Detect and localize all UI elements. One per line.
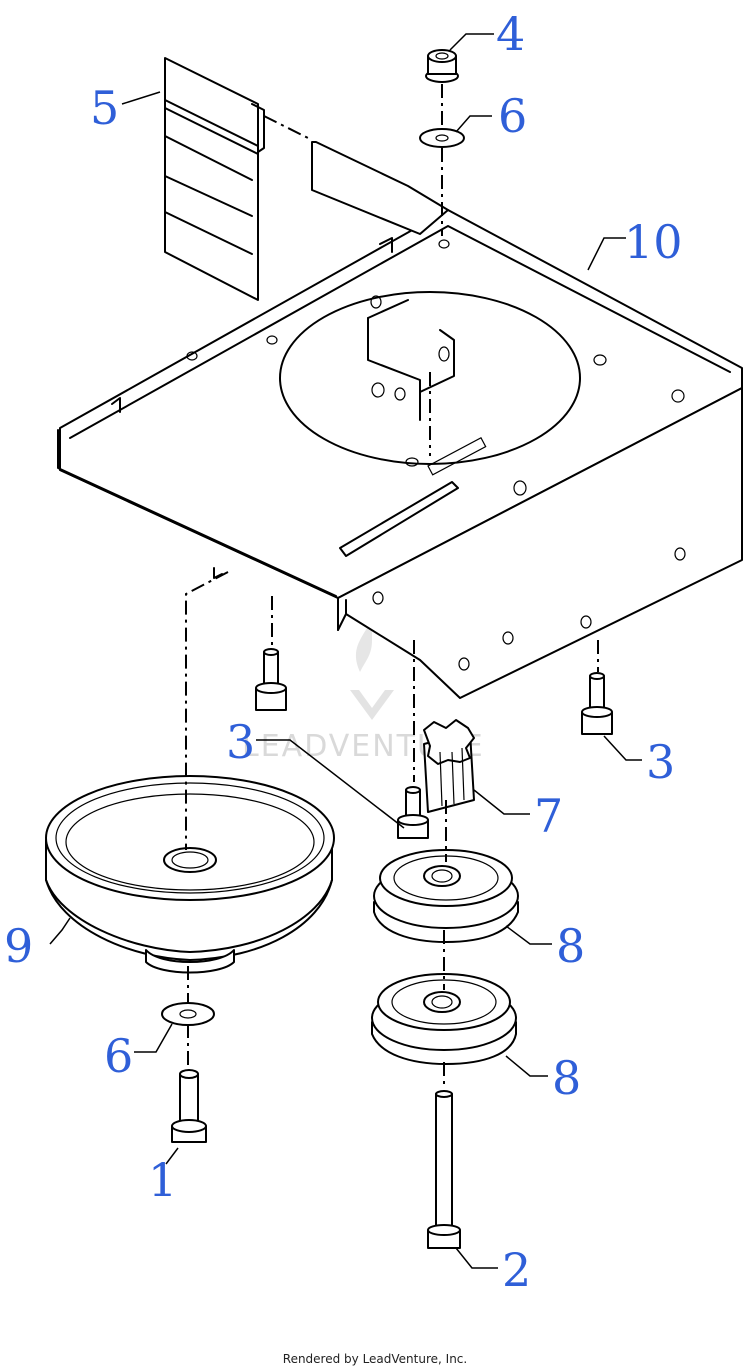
callout-4: 4: [496, 7, 525, 61]
part-3-bolt-right: [581, 672, 613, 735]
part-7-gear: [423, 719, 475, 813]
callout-2: 2: [502, 1243, 531, 1297]
callout-6-bottom: 6: [104, 1029, 133, 1083]
callout-3-right: 3: [646, 735, 675, 789]
part-1-bolt: [171, 1069, 207, 1143]
callout-labels: 5 4 6 10 3 3 7 8 8 9 6 1 2: [4, 7, 683, 1297]
callout-5: 5: [90, 81, 119, 135]
callout-6-top: 6: [498, 89, 527, 143]
part-2-long-bolt: [427, 1090, 461, 1249]
part-9-large-pulley: [45, 775, 335, 974]
callout-1: 1: [148, 1153, 177, 1207]
part-8-idler-pulley-bottom: [371, 973, 517, 1065]
callout-8-bottom: 8: [552, 1051, 581, 1105]
footer-credit: Rendered by LeadVenture, Inc.: [282, 1352, 468, 1366]
callout-9: 9: [4, 919, 33, 973]
assembly-centerlines: [185, 84, 599, 1088]
callout-7: 7: [534, 789, 563, 843]
part-5-shield: [164, 57, 265, 301]
part-3-bolt-center: [397, 786, 429, 839]
callout-3-left: 3: [226, 715, 255, 769]
callout-leaders: [49, 33, 642, 1269]
part-8-idler-pulley-top: [373, 849, 519, 943]
part-4-flange-nut: [425, 49, 459, 83]
part-3-bolt-left: [255, 648, 287, 711]
part-6-washer-bottom: [161, 1002, 215, 1026]
part-6-washer-top: [419, 128, 465, 148]
callout-8-top: 8: [556, 919, 585, 973]
callout-10: 10: [624, 215, 683, 269]
